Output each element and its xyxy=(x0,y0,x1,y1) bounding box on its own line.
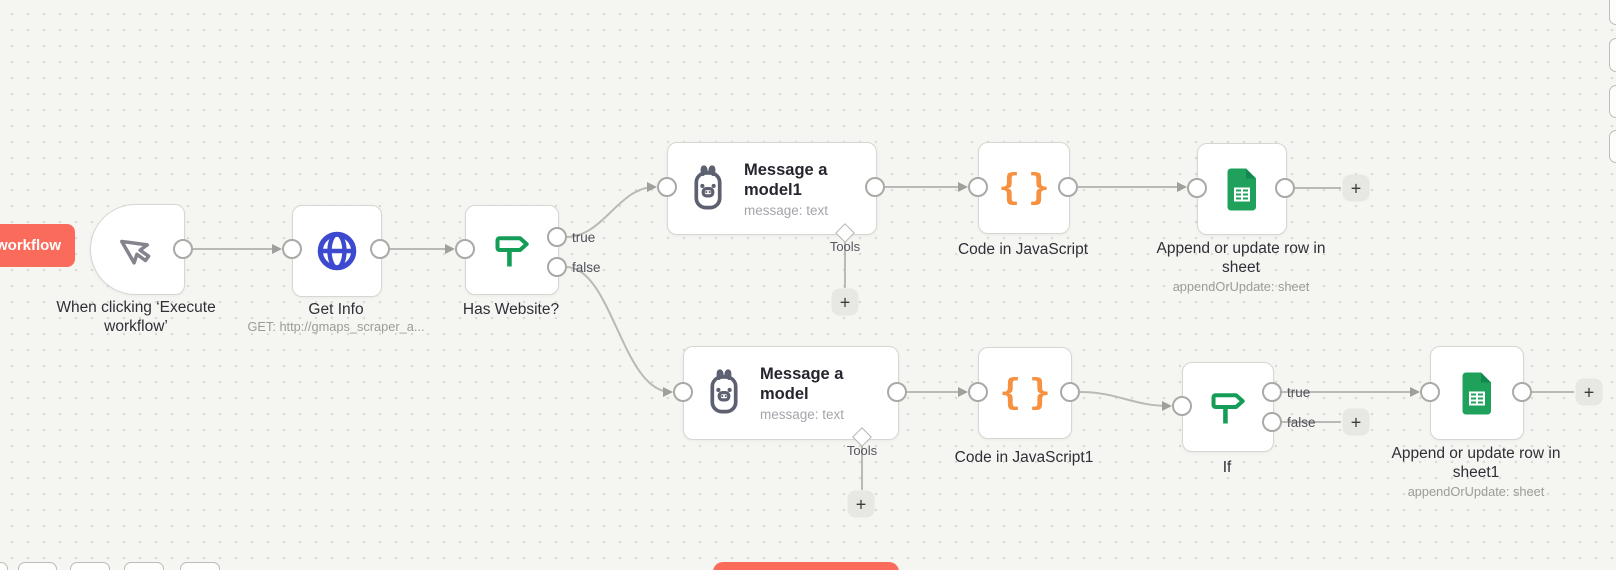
node-subtitle-sheet-append1: appendOrUpdate: sheet xyxy=(1407,484,1545,499)
connection xyxy=(1079,391,1172,411)
node-sheet-append1[interactable] xyxy=(1430,346,1524,440)
connection xyxy=(565,266,673,397)
output-endpoint[interactable] xyxy=(865,177,885,197)
add-node-button[interactable]: + xyxy=(1342,174,1370,202)
canvas-control-button[interactable] xyxy=(180,562,220,570)
tools-label: Tools xyxy=(846,443,878,458)
false-branch-label: false xyxy=(1287,415,1316,430)
input-endpoint[interactable] xyxy=(1172,396,1192,416)
canvas-control-button[interactable] xyxy=(18,562,57,570)
node-label-code-js: Code in JavaScript xyxy=(957,241,1089,258)
output-endpoint[interactable] xyxy=(1512,382,1532,402)
input-endpoint[interactable] xyxy=(673,382,693,402)
input-endpoint[interactable] xyxy=(1187,178,1207,198)
add-node-button[interactable]: + xyxy=(1575,378,1603,406)
signpost-icon xyxy=(495,236,529,267)
input-endpoint[interactable] xyxy=(455,239,475,259)
output-endpoint[interactable] xyxy=(887,382,907,402)
signpost-icon xyxy=(1211,393,1245,424)
node-label-get-info: Get Info xyxy=(308,301,364,318)
globe-icon xyxy=(317,231,357,271)
execute-workflow-button[interactable] xyxy=(713,562,899,570)
canvas-control-button[interactable] xyxy=(70,562,110,570)
side-panel-button[interactable] xyxy=(1609,85,1616,118)
code-braces-icon: {} xyxy=(998,167,1050,208)
true-output-endpoint[interactable] xyxy=(1262,382,1282,402)
node-code-js[interactable]: {} xyxy=(978,142,1070,234)
side-panel-button[interactable] xyxy=(1609,130,1616,163)
google-sheets-icon xyxy=(1462,372,1491,414)
llama-icon xyxy=(710,369,738,414)
add-tool-button[interactable]: + xyxy=(831,288,859,316)
node-if[interactable] xyxy=(1182,362,1274,452)
output-endpoint[interactable] xyxy=(173,239,193,259)
canvas-control-button[interactable] xyxy=(0,562,8,570)
add-node-button[interactable]: + xyxy=(1342,408,1370,436)
llama-icon xyxy=(694,164,722,209)
node-subtitle-get-info: GET: http://gmaps_scraper_a... xyxy=(247,319,425,334)
node-has-website[interactable] xyxy=(465,205,559,295)
google-sheets-icon xyxy=(1227,168,1256,210)
node-label-code-js1: Code in JavaScript1 xyxy=(954,449,1094,466)
input-endpoint[interactable] xyxy=(1420,382,1440,402)
node-code-js1[interactable]: {} xyxy=(978,347,1072,439)
side-panel-button[interactable] xyxy=(1609,0,1616,25)
cursor-icon xyxy=(119,239,150,265)
workflow-badge[interactable]: workflow xyxy=(0,224,76,267)
input-endpoint[interactable] xyxy=(968,382,988,402)
node-sheet-append[interactable] xyxy=(1197,143,1287,235)
node-get-info[interactable] xyxy=(292,205,382,297)
output-endpoint[interactable] xyxy=(1058,177,1078,197)
add-tool-button[interactable]: + xyxy=(847,490,875,518)
false-output-endpoint[interactable] xyxy=(547,257,567,277)
false-branch-label: false xyxy=(572,260,601,275)
true-branch-label: true xyxy=(1287,385,1311,400)
canvas-control-button[interactable] xyxy=(124,562,164,570)
false-output-endpoint[interactable] xyxy=(1262,412,1282,432)
input-endpoint[interactable] xyxy=(282,239,302,259)
workflow-badge-label: workflow xyxy=(0,237,62,254)
tools-label: Tools xyxy=(829,239,861,254)
node-label-if: If xyxy=(1222,459,1232,476)
output-endpoint[interactable] xyxy=(1060,382,1080,402)
output-endpoint[interactable] xyxy=(1275,178,1295,198)
code-braces-icon: {} xyxy=(999,372,1051,413)
node-manual-trigger[interactable] xyxy=(90,204,185,295)
node-subtitle-sheet-append: appendOrUpdate: sheet xyxy=(1172,279,1310,294)
true-output-endpoint[interactable] xyxy=(547,227,567,247)
output-endpoint[interactable] xyxy=(370,239,390,259)
input-endpoint[interactable] xyxy=(968,177,988,197)
node-label-has-website: Has Website? xyxy=(462,301,560,318)
input-endpoint[interactable] xyxy=(657,177,677,197)
true-branch-label: true xyxy=(572,230,596,245)
side-panel-button[interactable] xyxy=(1609,38,1616,72)
